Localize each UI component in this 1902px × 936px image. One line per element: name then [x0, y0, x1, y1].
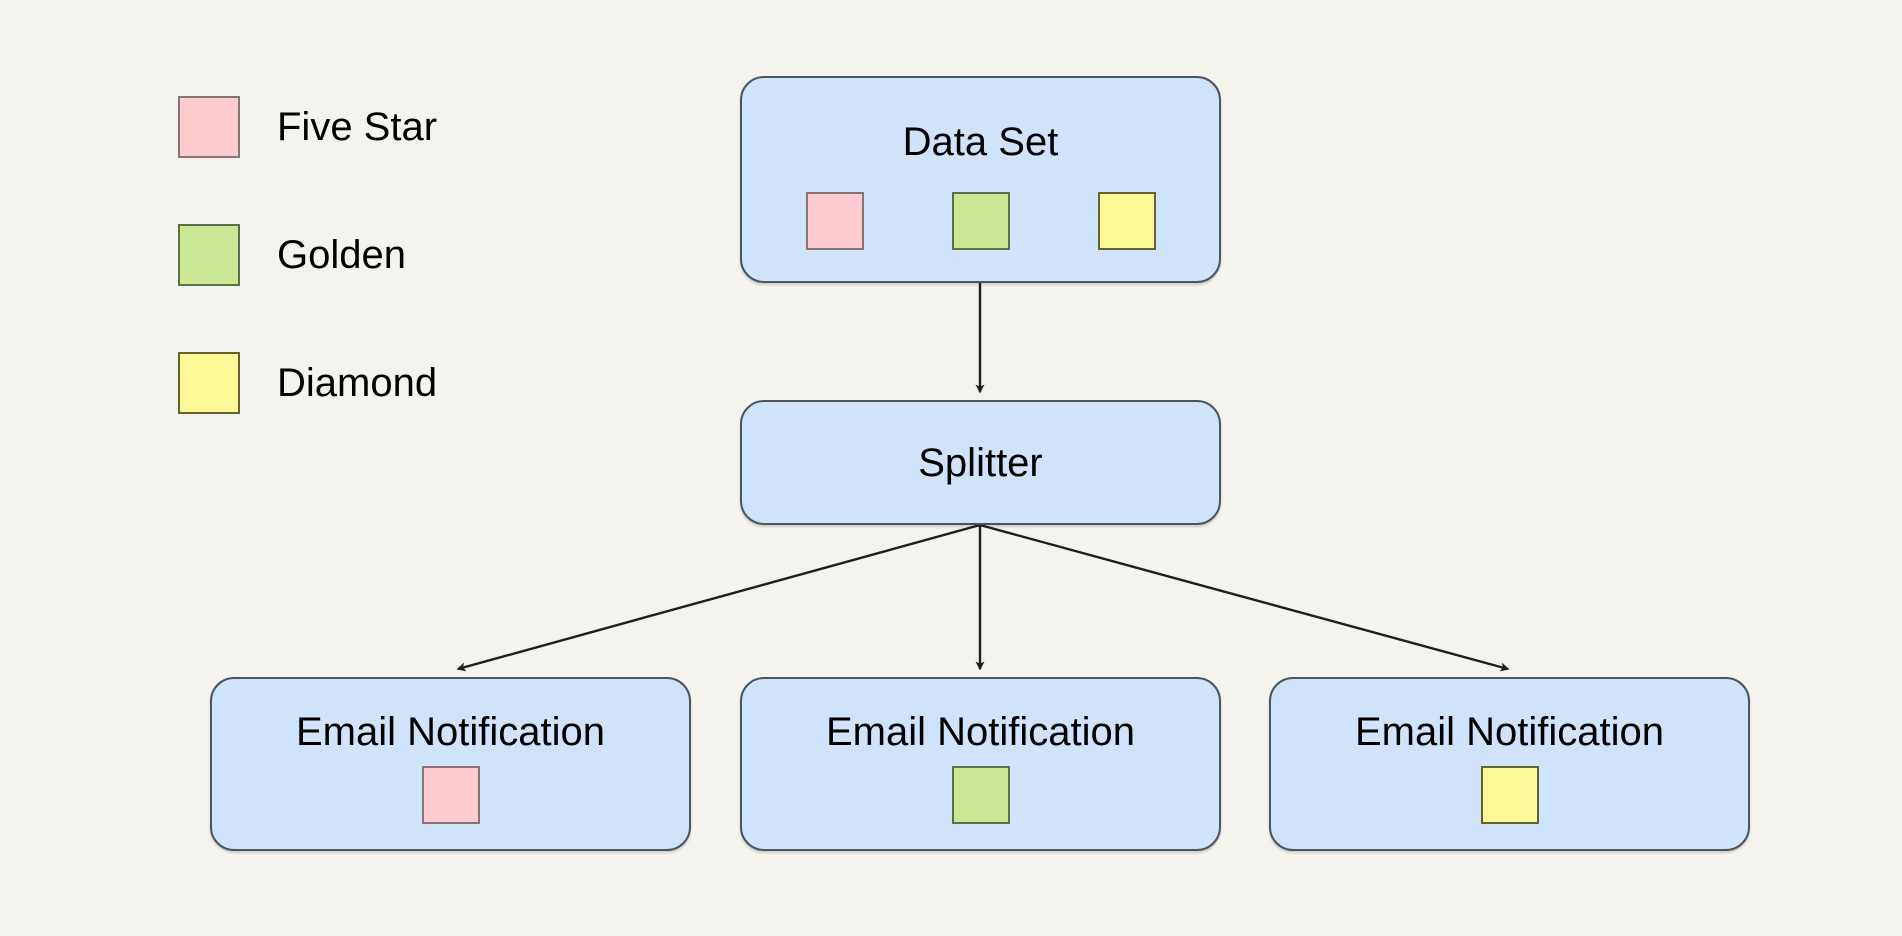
legend-item-label: Diamond	[277, 361, 438, 405]
node-email-notification-five-star[interactable]: Email Notification	[210, 677, 691, 851]
node-email-notification-diamond[interactable]: Email Notification	[1269, 677, 1750, 851]
data-set-swatch-row	[742, 192, 1219, 250]
legend: Five Star Golden Diamond	[178, 95, 437, 415]
node-title: Data Set	[902, 120, 1059, 164]
legend-item-label: Golden	[277, 233, 406, 277]
color-swatch-icon	[178, 224, 240, 286]
color-swatch-icon	[1480, 766, 1539, 824]
legend-item-golden: Golden	[178, 223, 437, 287]
node-title: Splitter	[918, 440, 1043, 485]
legend-item-label: Five Star	[277, 105, 438, 149]
node-title: Email Notification	[825, 710, 1135, 754]
color-swatch-icon	[951, 766, 1010, 824]
legend-item-five-star: Five Star	[178, 95, 437, 159]
color-swatch-icon	[178, 352, 240, 414]
legend-item-diamond: Diamond	[178, 351, 437, 415]
node-email-notification-golden[interactable]: Email Notification	[740, 677, 1221, 851]
color-swatch-icon	[421, 766, 480, 824]
color-swatch-icon	[178, 96, 240, 158]
node-data-set[interactable]: Data Set	[740, 76, 1221, 283]
edge-splitter-to-email-right	[979, 523, 1510, 672]
node-title: Email Notification	[1354, 710, 1664, 754]
color-swatch-icon	[805, 192, 864, 250]
edge-splitter-to-email-left	[456, 523, 981, 672]
node-title: Email Notification	[295, 710, 605, 754]
node-splitter[interactable]: Splitter	[740, 400, 1221, 525]
color-swatch-icon	[1097, 192, 1156, 250]
color-swatch-icon	[951, 192, 1010, 250]
